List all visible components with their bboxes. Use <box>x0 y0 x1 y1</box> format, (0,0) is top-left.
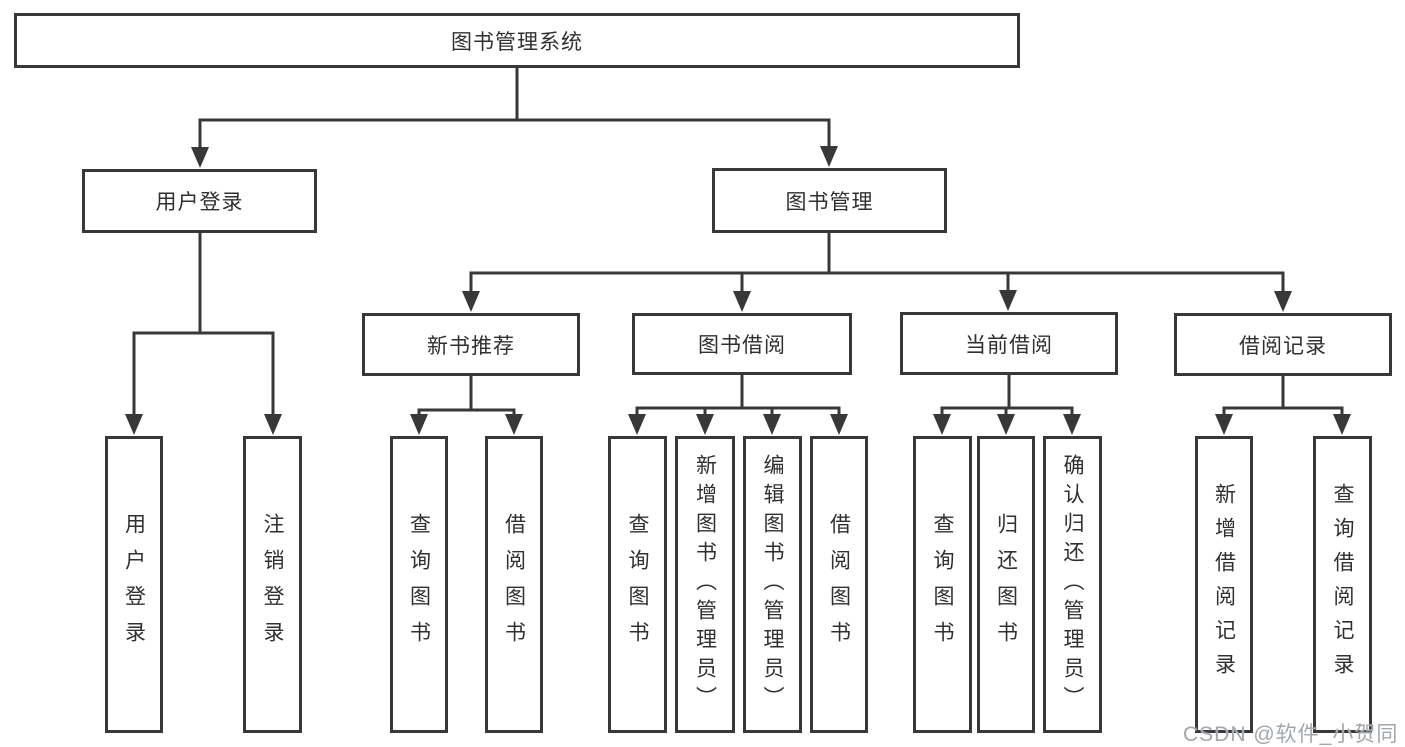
node-book-management: 图书管理 <box>712 168 947 233</box>
leaf-br-add-record: 新增借阅记录 <box>1195 436 1253 733</box>
leaf-logout: 注销登录 <box>243 436 302 733</box>
node-user-login: 用户登录 <box>82 169 317 233</box>
node-book-borrow: 图书借阅 <box>632 313 852 375</box>
leaf-label: 查询图书 <box>407 512 431 657</box>
leaf-label: 查询借阅记录 <box>1331 482 1354 687</box>
leaf-label: 新增借阅记录 <box>1212 482 1236 687</box>
node-label: 借阅记录 <box>1239 334 1327 358</box>
leaf-label: 注销登录 <box>261 512 284 657</box>
leaf-bb-query-books: 查询图书 <box>608 436 667 733</box>
leaf-label: 借阅图书 <box>502 512 526 657</box>
leaf-label: 确认归还（管理员） <box>1061 454 1084 715</box>
leaf-bb-borrow-books: 借阅图书 <box>810 436 868 733</box>
node-label: 用户登录 <box>155 191 244 214</box>
node-label: 图书借阅 <box>698 334 786 357</box>
leaf-br-query-record: 查询借阅记录 <box>1313 436 1372 733</box>
leaf-cb-return-books: 归还图书 <box>977 436 1035 733</box>
leaf-label: 编辑图书（管理员） <box>761 454 784 715</box>
leaf-bb-add-books-admin: 新增图书（管理员） <box>675 436 735 733</box>
node-borrow-records: 借阅记录 <box>1174 313 1392 376</box>
arrowhead-icons <box>125 146 1351 435</box>
node-label: 新书推荐 <box>427 334 515 358</box>
leaf-user-login: 用户登录 <box>105 436 163 733</box>
leaf-label: 查询图书 <box>626 512 649 657</box>
leaf-label: 新增图书（管理员） <box>693 454 717 715</box>
leaf-cb-confirm-return-admin: 确认归还（管理员） <box>1043 436 1102 733</box>
leaf-label: 归还图书 <box>994 512 1018 657</box>
node-current-borrow: 当前借阅 <box>900 312 1118 375</box>
node-new-book-recommend: 新书推荐 <box>362 313 580 376</box>
csdn-watermark: CSDN @软件_小贺同学 <box>1183 723 1399 746</box>
leaf-rec-borrow-books: 借阅图书 <box>485 436 543 733</box>
node-label: 图书管理 <box>785 190 874 214</box>
leaf-label: 查询图书 <box>931 512 954 657</box>
leaf-label: 用户登录 <box>122 512 146 657</box>
leaf-cb-query-books: 查询图书 <box>913 436 972 733</box>
node-label: 图书管理系统 <box>451 30 583 54</box>
leaf-label: 借阅图书 <box>827 512 851 657</box>
node-library-management-system: 图书管理系统 <box>14 13 1020 68</box>
connector-lines <box>132 68 1344 417</box>
node-label: 当前借阅 <box>965 333 1053 357</box>
leaf-rec-query-books: 查询图书 <box>390 436 448 733</box>
leaf-bb-edit-books-admin: 编辑图书（管理员） <box>743 436 802 733</box>
